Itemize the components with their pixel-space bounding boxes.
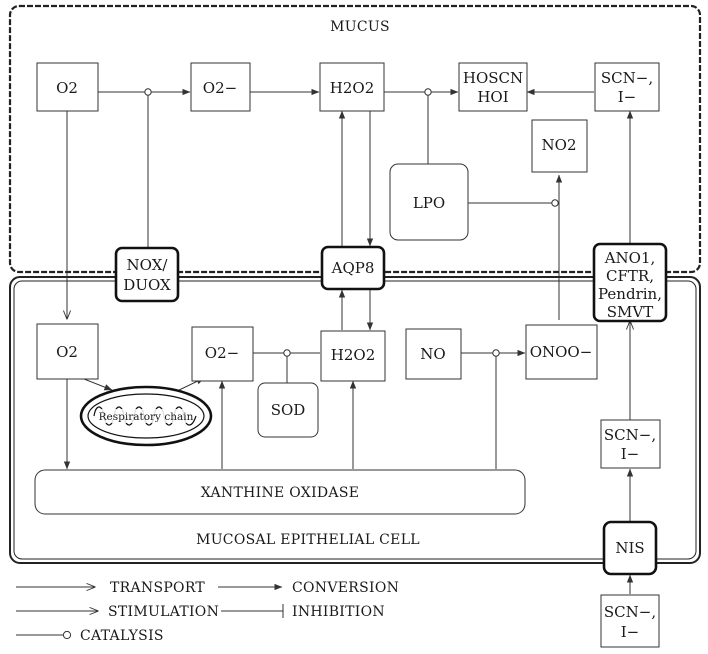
xanthine-onoo-catalysis-circle	[492, 349, 500, 357]
node-xanthine-oxidase: XANTHINE OXIDASE	[34, 469, 526, 515]
svg-text:ONOO−: ONOO−	[530, 343, 593, 361]
node-h2o2-cell: H2O2	[320, 330, 386, 382]
svg-text:O2: O2	[56, 343, 78, 361]
node-onoo: ONOO−	[525, 324, 598, 380]
svg-text:SCN−,: SCN−,	[601, 69, 653, 87]
svg-text:H2O2: H2O2	[331, 346, 375, 364]
svg-text:ANO1,: ANO1,	[604, 249, 656, 267]
svg-text:HOSCN: HOSCN	[463, 69, 523, 87]
svg-text:I−: I−	[621, 445, 640, 463]
node-o2-mucus: O2	[36, 62, 99, 112]
legend-inhibition-icon	[221, 604, 284, 618]
sod-catalysis-circle	[283, 349, 291, 357]
svg-text:SOD: SOD	[271, 401, 306, 419]
node-no2: NO2	[531, 119, 588, 173]
cell-label: MUCOSAL EPITHELIAL CELL	[196, 532, 420, 548]
legend-catalysis-icon	[16, 630, 72, 640]
node-hoscn: HOSCN HOI	[458, 62, 528, 112]
legend-stimulation-label: STIMULATION	[108, 604, 219, 620]
svg-text:O2−: O2−	[205, 344, 239, 362]
lpo-catalysis-circle	[424, 88, 432, 96]
mucus-region	[8, 4, 702, 274]
node-o2-cell: O2	[36, 323, 99, 380]
svg-text:NOX/: NOX/	[127, 256, 169, 274]
svg-text:I−: I−	[618, 88, 637, 106]
svg-text:SCN−,: SCN−,	[604, 603, 656, 621]
mucus-label: MUCUS	[330, 19, 390, 35]
o2-to-resp-chain-arrow	[83, 378, 113, 391]
legend-catalysis-label: CATALYSIS	[80, 628, 164, 644]
node-nox-duox: NOX/ DUOX	[114, 246, 180, 303]
svg-text:O2−: O2−	[203, 79, 237, 97]
lpo-no2-catalysis-circle	[551, 199, 559, 207]
node-scn-outside: SCN−, I−	[600, 594, 660, 648]
svg-text:O2: O2	[56, 79, 78, 97]
svg-text:CFTR,: CFTR,	[606, 267, 654, 285]
node-aqp8: AQP8	[320, 245, 386, 291]
node-no: NO	[405, 328, 462, 380]
legend: TRANSPORT CONVERSION STIMULATION INHIBIT…	[16, 580, 399, 644]
svg-text:SCN−,: SCN−,	[604, 426, 656, 444]
svg-text:NO2: NO2	[542, 136, 577, 154]
legend-inhibition-label: INHIBITION	[292, 604, 385, 620]
svg-text:XANTHINE OXIDASE: XANTHINE OXIDASE	[201, 485, 360, 501]
node-superoxide-mucus: O2−	[190, 62, 251, 112]
node-respiratory-chain: Respiratory chain	[79, 385, 213, 447]
node-sod: SOD	[257, 382, 319, 438]
node-nis: NIS	[602, 520, 658, 576]
node-scn-cell: SCN−, I−	[600, 419, 661, 469]
svg-text:Pendrin,: Pendrin,	[598, 285, 662, 303]
svg-text:SMVT: SMVT	[607, 303, 653, 321]
node-ano1-cftr-pendrin-smvt: ANO1, CFTR, Pendrin, SMVT	[592, 242, 668, 323]
svg-text:Respiratory chain: Respiratory chain	[99, 411, 194, 423]
svg-text:LPO: LPO	[413, 194, 445, 212]
svg-text:NIS: NIS	[615, 539, 644, 557]
node-superoxide-cell: O2−	[191, 326, 254, 382]
svg-text:H2O2: H2O2	[330, 79, 374, 97]
node-h2o2-mucus: H2O2	[319, 62, 385, 112]
node-lpo: LPO	[389, 163, 469, 241]
legend-conversion-label: CONVERSION	[292, 580, 399, 596]
nox-catalysis-circle	[144, 88, 152, 96]
legend-transport-label: TRANSPORT	[110, 580, 205, 596]
svg-text:NO: NO	[420, 345, 445, 363]
svg-text:I−: I−	[621, 623, 640, 641]
svg-text:AQP8: AQP8	[331, 259, 375, 277]
svg-text:DUOX: DUOX	[123, 276, 171, 294]
node-scn-mucus: SCN−, I−	[594, 62, 660, 112]
svg-text:HOI: HOI	[477, 88, 508, 106]
